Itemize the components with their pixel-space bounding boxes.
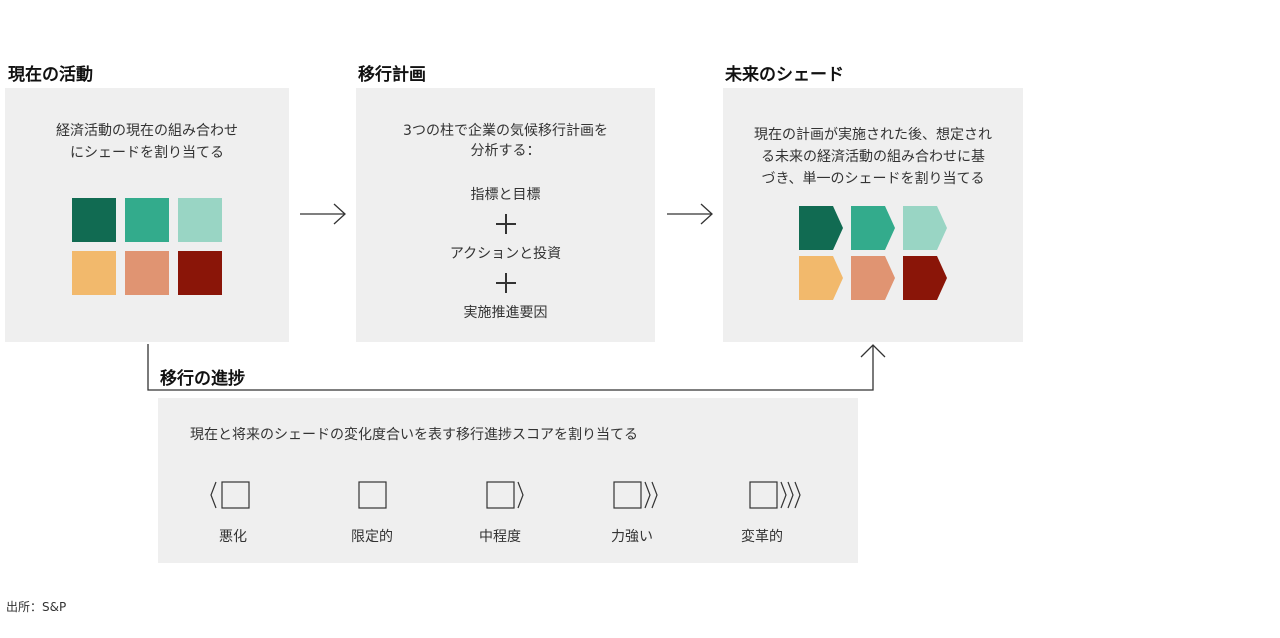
- shade-square-light-orange: [72, 251, 116, 295]
- transition-plan-panel: 3つの柱で企業の気候移行計画を 分析する： 指標と目標 アクションと投資 実施推…: [356, 88, 655, 342]
- right-arrow-icon: [300, 203, 346, 225]
- shade-square-dark-red: [178, 251, 222, 295]
- current-activities-heading: 現在の活動: [8, 65, 93, 85]
- shade-chevron-mid-green: [851, 206, 895, 250]
- future-shade-line-1: 現在の計画が実施された後、想定され: [754, 127, 992, 143]
- progress-connector-arrow: [147, 344, 886, 391]
- pillar-implementation-enablers: 実施推進要因: [463, 305, 548, 321]
- future-shade-panel: 現在の計画が実施された後、想定され る未来の経済活動の組み合わせに基 づき、単一…: [723, 88, 1023, 342]
- transition-progress-heading: 移行の進捗: [160, 369, 245, 389]
- right-arrow-icon: [667, 203, 713, 225]
- score-label-strong: 力強い: [611, 529, 653, 545]
- square-with-two-chevrons-icon: [613, 481, 658, 509]
- future-shade-line-3: づき、単一のシェードを割り当てる: [761, 171, 985, 187]
- square-with-left-chevron-icon: [210, 481, 250, 509]
- transition-plan-line-2: 分析する：: [470, 143, 541, 159]
- square-with-one-chevron-icon: [486, 481, 524, 509]
- current-activities-line-1: 経済活動の現在の組み合わせ: [56, 123, 238, 139]
- score-label-moderate: 中程度: [479, 529, 521, 545]
- future-shade-line-2: る未来の経済活動の組み合わせに基: [761, 149, 985, 165]
- shade-chevron-dark-green: [799, 206, 843, 250]
- shade-square-light-green: [178, 198, 222, 242]
- pillar-metrics-targets: 指標と目標: [470, 187, 541, 203]
- score-label-worsening: 悪化: [219, 529, 247, 545]
- current-activities-panel: 経済活動の現在の組み合わせ にシェードを割り当てる: [5, 88, 289, 342]
- transition-plan-line-1: 3つの柱で企業の気候移行計画を: [403, 123, 608, 139]
- shade-square-mid-orange: [125, 251, 169, 295]
- shade-chevron-dark-red: [903, 256, 947, 300]
- current-activities-line-2: にシェードを割り当てる: [70, 145, 224, 161]
- shade-square-mid-green: [125, 198, 169, 242]
- source-note: 出所：S&P: [6, 600, 67, 614]
- transition-progress-panel: 現在と将来のシェードの変化度合いを表す移行進捗スコアを割り当てる 悪化 限定的 …: [158, 398, 858, 563]
- square-with-three-chevrons-icon: [749, 481, 801, 509]
- plus-icon: [496, 214, 516, 234]
- pillar-actions-investments: アクションと投資: [449, 246, 562, 262]
- transition-plan-heading: 移行計画: [358, 65, 426, 85]
- shade-square-dark-green: [72, 198, 116, 242]
- future-shade-heading: 未来のシェード: [725, 65, 844, 85]
- plain-square-icon: [358, 481, 387, 509]
- plus-icon: [496, 273, 516, 293]
- shade-chevron-light-green: [903, 206, 947, 250]
- score-label-transformative: 変革的: [741, 529, 783, 545]
- progress-description: 現在と将来のシェードの変化度合いを表す移行進捗スコアを割り当てる: [190, 427, 638, 443]
- score-label-limited: 限定的: [351, 529, 393, 545]
- shade-chevron-light-orange: [799, 256, 843, 300]
- shade-chevron-mid-orange: [851, 256, 895, 300]
